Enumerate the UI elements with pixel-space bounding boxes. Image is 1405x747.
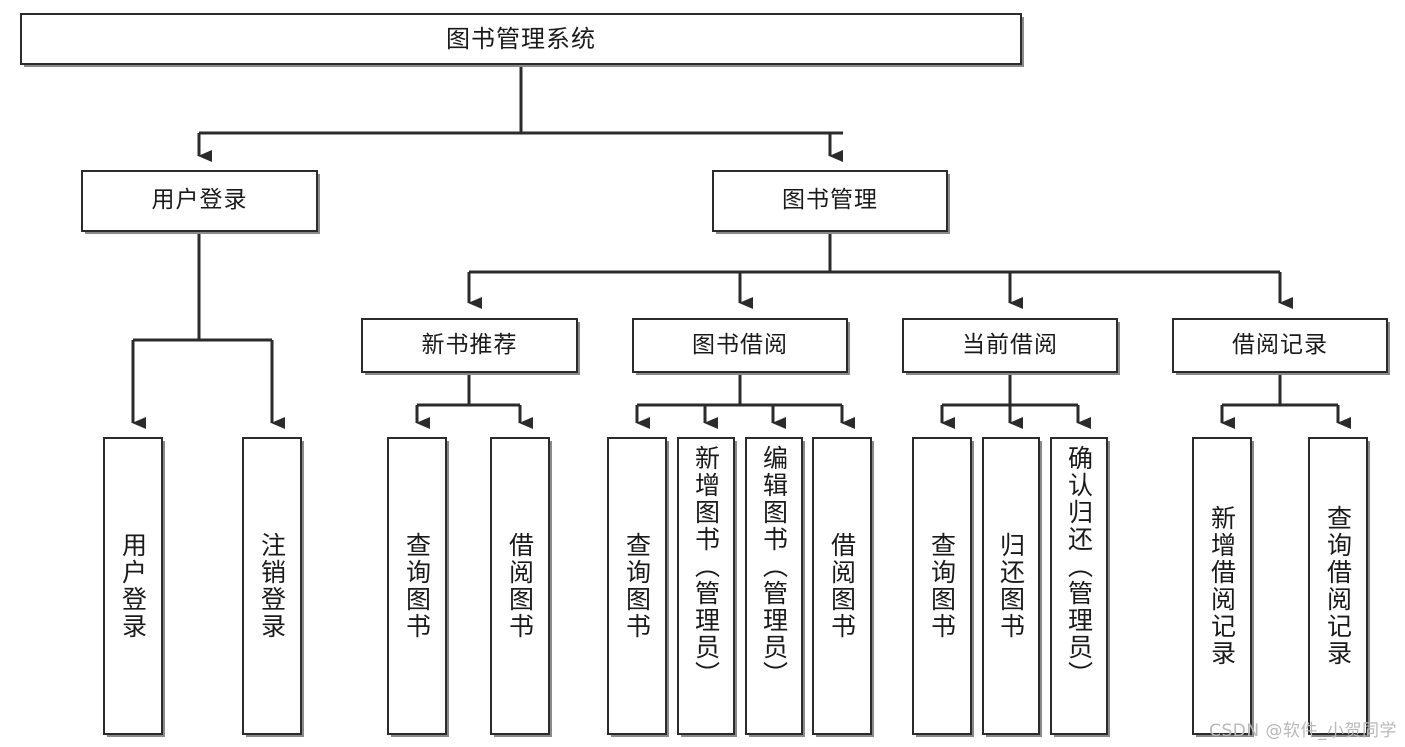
node-borrow-record[interactable]: 借阅记录	[1172, 318, 1388, 373]
node-label: 借阅记录	[1232, 331, 1328, 358]
node-label: 确认归还（管理员）	[1064, 445, 1094, 688]
node-book-management[interactable]: 图书管理	[712, 170, 948, 232]
node-label: 查询图书	[927, 532, 957, 640]
node-label: 图书借阅	[692, 331, 788, 358]
node-root-book-management-system[interactable]: 图书管理系统	[20, 13, 1022, 65]
node-label: 图书管理	[782, 187, 878, 214]
node-label: 图书管理系统	[446, 24, 596, 53]
leaf-book-borrow-borrow-books[interactable]: 借阅图书	[812, 437, 872, 735]
leaf-borrow-record-add-record[interactable]: 新增借阅记录	[1192, 437, 1252, 735]
node-label: 新增借阅记录	[1207, 505, 1237, 667]
leaf-user-login-signout[interactable]: 注销登录	[242, 437, 302, 735]
node-current-borrow[interactable]: 当前借阅	[902, 318, 1118, 373]
node-label: 查询借阅记录	[1323, 505, 1353, 667]
node-label: 查询图书	[402, 532, 432, 640]
node-label: 新增图书（管理员）	[691, 445, 721, 688]
node-label: 归还图书	[996, 532, 1026, 640]
leaf-book-borrow-add-book-admin[interactable]: 新增图书（管理员）	[677, 437, 735, 735]
node-label: 注销登录	[257, 532, 287, 640]
leaf-new-book-borrow-books[interactable]: 借阅图书	[490, 437, 550, 735]
node-label: 新书推荐	[421, 331, 518, 358]
leaf-current-borrow-query-books[interactable]: 查询图书	[912, 437, 972, 735]
node-new-book-recommend[interactable]: 新书推荐	[361, 318, 578, 373]
node-label: 借阅图书	[505, 532, 535, 640]
node-book-borrow[interactable]: 图书借阅	[632, 318, 848, 373]
leaf-book-borrow-query-books[interactable]: 查询图书	[607, 437, 667, 735]
node-label: 用户登录	[118, 532, 148, 640]
node-label: 编辑图书（管理员）	[759, 445, 789, 688]
leaf-book-borrow-edit-book-admin[interactable]: 编辑图书（管理员）	[745, 437, 803, 735]
node-label: 查询图书	[622, 532, 652, 640]
leaf-new-book-query-books[interactable]: 查询图书	[387, 437, 447, 735]
node-label: 当前借阅	[962, 331, 1058, 358]
leaf-borrow-record-query-record[interactable]: 查询借阅记录	[1308, 437, 1368, 735]
leaf-user-login-signin[interactable]: 用户登录	[103, 437, 163, 735]
leaf-current-borrow-confirm-return-admin[interactable]: 确认归还（管理员）	[1050, 437, 1108, 735]
node-user-login[interactable]: 用户登录	[81, 170, 318, 232]
leaf-current-borrow-return-books[interactable]: 归还图书	[982, 437, 1040, 735]
node-label: 借阅图书	[827, 532, 857, 640]
node-label: 用户登录	[151, 187, 248, 214]
